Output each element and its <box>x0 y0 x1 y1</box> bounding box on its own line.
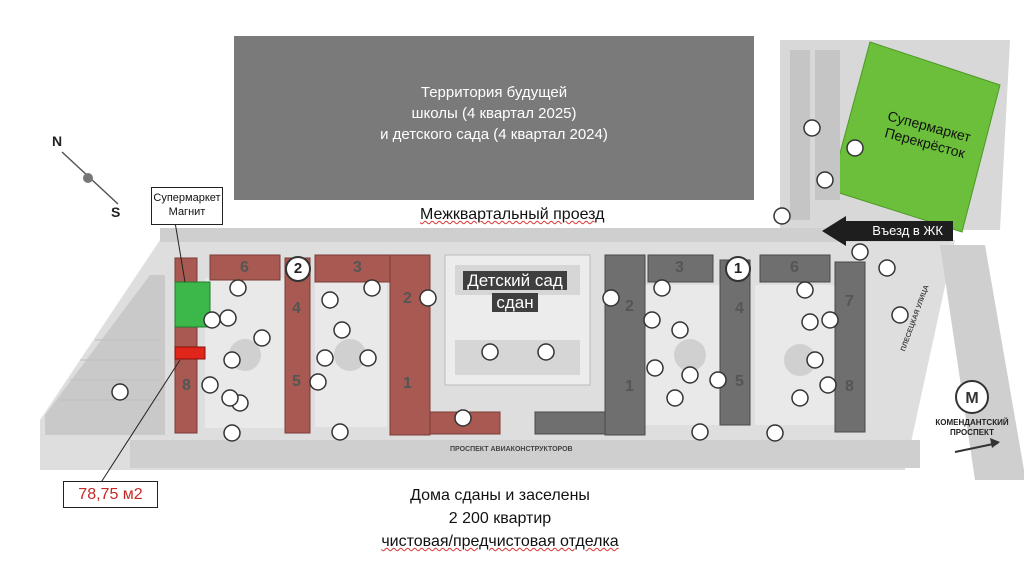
summary-line-1: Дома сданы и заселены <box>410 487 590 504</box>
queue-1-marker: 1 <box>725 256 751 282</box>
school-line-1: Территория будущей <box>420 84 568 101</box>
metro-label: КОМЕНДАНТСКИЙ ПРОСПЕКТ <box>930 418 1014 438</box>
school-area-label: Территория будущей школы (4 квартал 2025… <box>234 82 754 145</box>
inter-block-road-label: Межквартальный проезд <box>420 206 605 223</box>
building-number: 2 <box>403 290 412 307</box>
building-number: 6 <box>240 259 249 276</box>
unit-area-label: 78,75 м2 <box>63 481 158 508</box>
school-line-2: школы (4 квартал 2025) <box>411 105 577 122</box>
building-number: 8 <box>182 377 191 394</box>
compass-north: N <box>52 133 63 149</box>
building-number: 2 <box>625 298 634 315</box>
parking-area <box>45 275 165 435</box>
avia-road <box>130 440 920 468</box>
building-number: 8 <box>845 378 854 395</box>
building-number: 1 <box>403 375 412 392</box>
summary-line-3: чистовая/предчистовая отделка <box>381 533 619 550</box>
building-number: 5 <box>735 373 744 390</box>
supermarket-perekrestok <box>829 41 1001 233</box>
building-number: 6 <box>790 259 799 276</box>
project-summary: Дома сданы и заселены 2 200 квартир чист… <box>340 484 660 553</box>
magnit-line-2: Магнит <box>168 206 206 218</box>
avia-street-label: ПРОСПЕКТ АВИАКОНСТРУКТОРОВ <box>450 446 573 453</box>
kindergarten-line-2: сдан <box>492 293 538 312</box>
metro-icon <box>955 380 989 414</box>
magnit-line-1: Супермаркет <box>153 192 221 204</box>
kindergarten-line-1: Детский сад <box>463 271 567 290</box>
supermarket-magnit-label: Супермаркет Магнит <box>151 187 223 225</box>
right-buildings <box>534 254 866 436</box>
entry-arrow-icon <box>822 216 846 246</box>
highlight-unit <box>174 346 206 360</box>
svg-text:M: M <box>965 390 978 407</box>
building-number: 7 <box>845 293 854 310</box>
metro-line-2: ПРОСПЕКТ <box>949 428 995 437</box>
summary-line-2: 2 200 квартир <box>448 510 552 527</box>
building-number: 4 <box>292 300 301 317</box>
school-area <box>234 36 754 200</box>
inter-block-road <box>160 228 950 242</box>
entry-label: Въезд в ЖК <box>843 221 953 241</box>
queue-2-marker: 2 <box>285 256 311 282</box>
kindergarten-label: Детский сад сдан <box>450 270 580 314</box>
metro-line-1: КОМЕНДАНТСКИЙ <box>935 418 1009 427</box>
building-number: 3 <box>675 259 684 276</box>
building-number: 1 <box>625 378 634 395</box>
plesetskaya-road <box>940 245 1024 480</box>
building-number: 5 <box>292 373 301 390</box>
building-number: 4 <box>735 300 744 317</box>
school-line-3: и детского сада (4 квартал 2024) <box>380 126 608 143</box>
building-number: 3 <box>353 259 362 276</box>
compass-south: S <box>111 204 121 220</box>
left-buildings <box>174 254 501 436</box>
